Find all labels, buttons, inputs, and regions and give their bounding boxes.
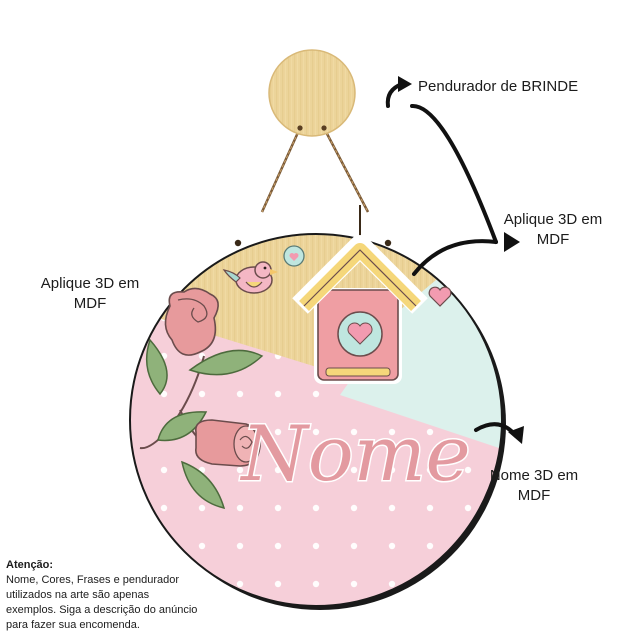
applique-right-label-line2: MDF	[536, 231, 570, 248]
name-3d-label: Nome 3D em MDF	[484, 466, 584, 506]
notice-line: para fazer sua encomenda.	[6, 619, 140, 631]
arrow-head-icons	[398, 76, 524, 444]
hanger-label: Pendurador de BRINDE	[418, 78, 579, 95]
applique-left-label-line1: Aplique 3D em	[40, 275, 140, 292]
notice-title: Atenção:	[6, 559, 54, 571]
applique-arrow	[412, 239, 498, 276]
applique-left-label-line2: MDF	[73, 295, 107, 312]
hanging-cord	[260, 127, 370, 213]
hanger-disc	[268, 49, 356, 137]
name-3d-label-line2: MDF	[517, 487, 551, 504]
birdhouse-icon	[292, 235, 428, 384]
notice-line: utilizados na arte são apenas	[6, 589, 150, 601]
bird-icon	[222, 261, 278, 294]
applique-right-label-line1: Aplique 3D em	[503, 211, 603, 228]
applique-left-label: Aplique 3D em MDF	[34, 274, 146, 314]
rose-icon	[139, 287, 264, 510]
notice-line: Nome, Cores, Frases e pendurador	[6, 574, 180, 586]
heart-icon	[428, 286, 452, 307]
notice-line: exemplos. Siga a descrição do anúncio	[6, 604, 198, 616]
name-3d-label-line1: Nome 3D em	[489, 467, 579, 484]
applique-right-label: Aplique 3D em MDF	[497, 210, 609, 250]
sign-name-text: Nome	[239, 409, 470, 498]
notice-box: Atenção: Nome, Cores, Frases e pendurado…	[6, 558, 206, 633]
speech-heart-icon	[283, 245, 305, 267]
